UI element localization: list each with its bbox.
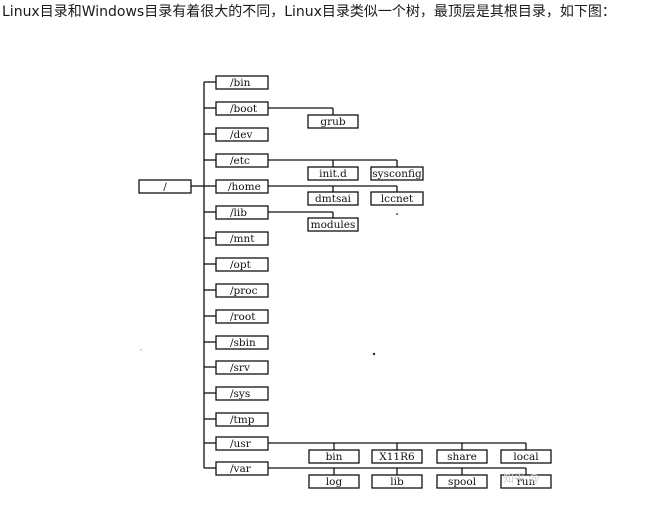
dir-node-sbin: /sbin <box>215 335 269 350</box>
root-directory-node: / <box>138 179 192 194</box>
dir-node-home: /home <box>215 179 269 194</box>
intro-paragraph: Linux目录和Windows目录有着很大的不同，Linux目录类似一个树，最顶… <box>2 4 616 20</box>
dir-node-etc: /etc <box>215 153 269 168</box>
dir-node-lib: /lib <box>215 205 269 220</box>
dir-label: /tmp <box>230 414 255 426</box>
dir-label: /dev <box>230 129 252 141</box>
root-directory-label: / <box>163 181 167 193</box>
subdir-label: spool <box>448 476 477 488</box>
subdir-node-grub: grub <box>307 114 359 129</box>
dir-label: /proc <box>230 285 258 297</box>
dir-node-tmp: /tmp <box>215 412 269 427</box>
dir-node-opt: /opt <box>215 257 269 272</box>
subdir-label: grub <box>320 116 346 128</box>
dir-node-boot: /boot <box>215 101 269 116</box>
subdir-node-x11r6: X11R6 <box>371 449 423 464</box>
dir-node-srv: /srv <box>215 360 269 375</box>
dir-node-proc: /proc <box>215 283 269 298</box>
dir-label: /usr <box>230 438 252 450</box>
subdir-label: dmtsai <box>315 193 352 205</box>
dir-label: /sys <box>230 388 250 400</box>
subdir-node-sysconfig: sysconfig <box>370 166 424 181</box>
subdir-node-spool: spool <box>436 474 488 489</box>
dir-node-dev: /dev <box>215 127 269 142</box>
top-level-directories: /bin /boot /dev /etc /home /lib /mnt /o <box>215 75 269 476</box>
subdir-label: modules <box>311 219 356 231</box>
subdir-node-run: run <box>500 474 552 489</box>
dir-label: /mnt <box>230 233 255 245</box>
subdir-label: lib <box>390 476 404 488</box>
watermark-text: 知乎 @ <box>503 471 540 485</box>
dir-label: /etc <box>230 155 250 167</box>
subdir-node-lccnet: lccnet <box>370 191 424 206</box>
subdirectories: grub init.d sysconfig dmtsai lccnet modu… <box>307 114 552 489</box>
dir-label: /boot <box>230 103 258 115</box>
subdir-label: share <box>447 451 477 463</box>
dir-node-sys: /sys <box>215 386 269 401</box>
scan-speckles <box>140 213 398 356</box>
subdir-label: init.d <box>319 168 347 180</box>
dir-node-mnt: /mnt <box>215 231 269 246</box>
subdir-label: lccnet <box>381 193 414 205</box>
dir-node-usr: /usr <box>215 436 269 451</box>
dir-node-root: /root <box>215 309 269 324</box>
subdir-label: log <box>326 476 343 488</box>
subdir-label: X11R6 <box>379 451 415 463</box>
subdir-label: run <box>517 476 536 488</box>
subdir-node-init-d: init.d <box>307 166 359 181</box>
subdir-node-var-lib: lib <box>371 474 423 489</box>
dir-label: /lib <box>230 207 247 219</box>
subdir-node-log: log <box>308 474 360 489</box>
dir-label: /srv <box>230 362 250 374</box>
subdir-node-local: local <box>500 449 552 464</box>
subdir-label: local <box>513 451 539 463</box>
dir-label: /bin <box>230 77 251 89</box>
dir-label: /root <box>230 311 256 323</box>
dir-node-var: /var <box>215 461 269 476</box>
subdir-node-modules: modules <box>307 217 359 232</box>
dir-label: /home <box>228 181 261 193</box>
subdir-node-share: share <box>436 449 488 464</box>
dir-label: /opt <box>230 259 252 271</box>
dir-label: /sbin <box>230 337 256 349</box>
subdir-label: sysconfig <box>372 168 422 180</box>
subdir-label: bin <box>326 451 343 463</box>
tree-connectors <box>191 81 527 475</box>
dir-node-bin: /bin <box>215 75 269 90</box>
subdir-node-usr-bin: bin <box>308 449 360 464</box>
dir-label: /var <box>230 463 252 475</box>
subdir-node-dmtsai: dmtsai <box>307 191 359 206</box>
